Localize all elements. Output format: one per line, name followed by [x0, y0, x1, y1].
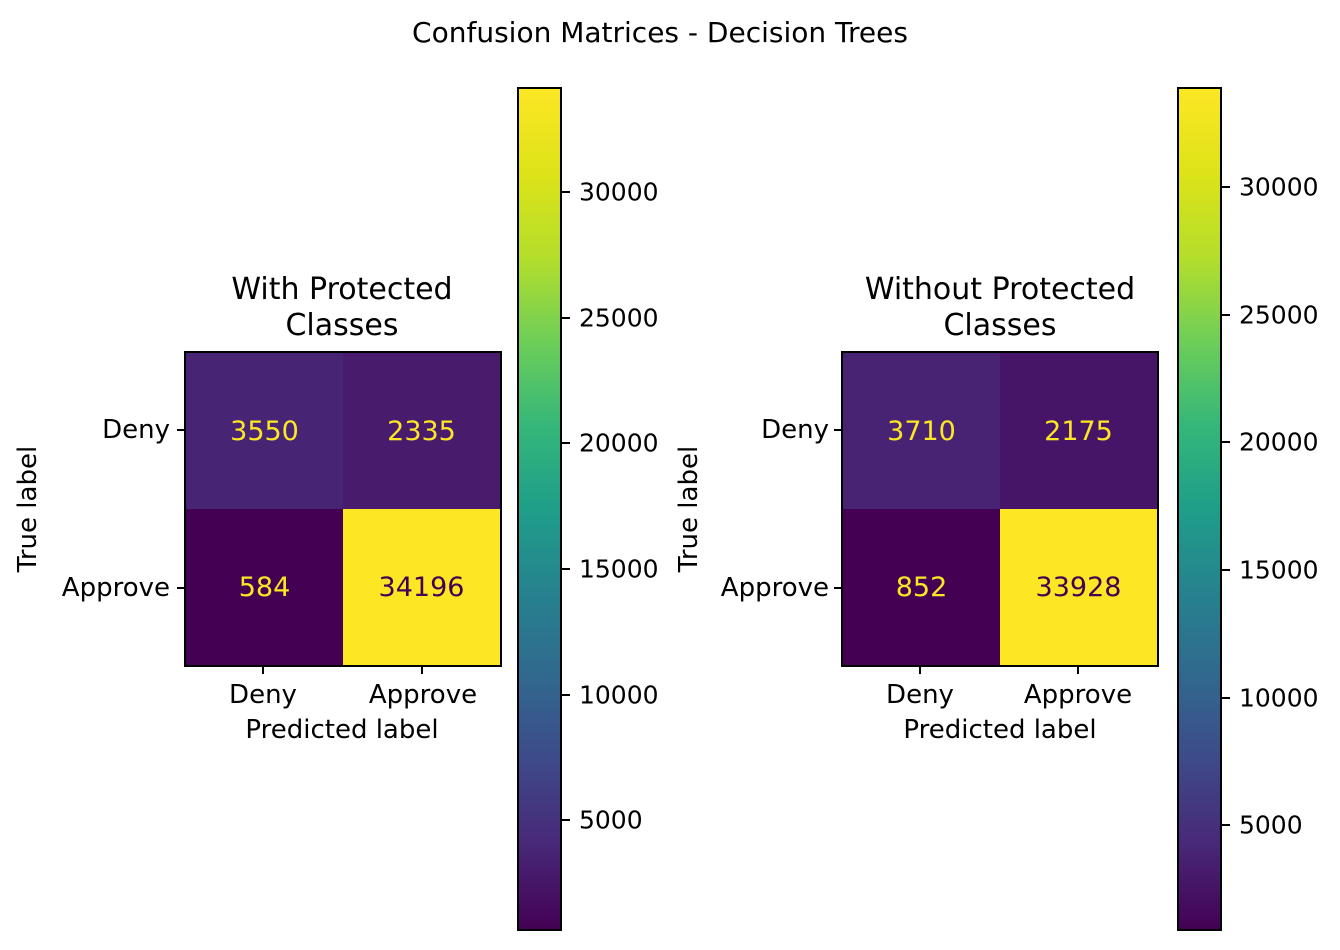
x-tick-mark	[1077, 667, 1079, 674]
matrix-cell-true-approve-pred-deny: 852	[843, 509, 1000, 665]
y-axis-label: True label	[674, 445, 704, 573]
y-tick-mark	[177, 429, 184, 431]
colorbar-tick-mark	[1222, 313, 1230, 316]
x-tick-label-approve: Approve	[1023, 680, 1133, 710]
y-axis-label: True label	[13, 445, 43, 573]
colorbar-tick-label: 30000	[1239, 172, 1319, 202]
x-axis-label: Predicted label	[245, 715, 439, 745]
colorbar-gradient	[1177, 87, 1222, 931]
y-tick-label-deny: Deny	[102, 415, 170, 445]
colorbar-tick-mark	[1222, 568, 1230, 571]
x-tick-mark	[919, 667, 921, 674]
colorbar-tick-label: 25000	[1239, 300, 1319, 330]
matrix-cell-true-approve-pred-deny: 584	[186, 509, 343, 665]
colorbar-tick-label: 25000	[579, 303, 659, 333]
colorbar-tick-mark	[1222, 824, 1230, 827]
colorbar-tick-mark	[1222, 696, 1230, 699]
colorbar-tick-label: 5000	[579, 805, 643, 835]
colorbar-tick-mark	[562, 191, 570, 194]
colorbar-tick-label: 20000	[1239, 427, 1319, 457]
colorbar-tick-label: 10000	[579, 680, 659, 710]
colorbar-tick-mark	[1222, 441, 1230, 444]
y-tick-label-approve: Approve	[720, 573, 829, 603]
matrix-cell-true-deny-pred-approve: 2335	[343, 353, 500, 509]
y-tick-label-deny: Deny	[761, 415, 829, 445]
colorbar-tick-label: 5000	[1239, 810, 1303, 840]
x-tick-label-deny: Deny	[886, 680, 954, 710]
y-tick-mark	[834, 587, 841, 589]
subplot-title: Without Protected Classes	[830, 272, 1170, 344]
y-tick-label-approve: Approve	[61, 573, 170, 603]
subplot-title-line1: With Protected	[231, 272, 453, 307]
x-axis-label: Predicted label	[903, 715, 1097, 745]
colorbar-tick-mark	[562, 568, 570, 570]
colorbar-tick-label: 20000	[579, 428, 659, 458]
matrix-cell-true-deny-pred-deny: 3710	[843, 353, 1000, 509]
x-tick-label-deny: Deny	[229, 680, 297, 710]
colorbar: 5000 10000 15000 20000 25000 30000	[1177, 87, 1319, 931]
colorbar-tick-mark	[562, 442, 570, 445]
confusion-matrix-heatmap: 3710 2175 852 33928	[841, 351, 1159, 667]
subplot-title-line2: Classes	[943, 308, 1057, 343]
figure-title: Confusion Matrices - Decision Trees	[412, 16, 908, 49]
colorbar-tick-mark	[562, 693, 570, 696]
colorbar-tick-label: 15000	[579, 554, 659, 584]
matrix-cell-true-deny-pred-approve: 2175	[1000, 353, 1157, 509]
subplot-title-line1: Without Protected	[864, 272, 1136, 307]
y-tick-mark	[834, 429, 841, 431]
colorbar-tick-label: 15000	[1239, 555, 1319, 585]
matrix-cell-true-approve-pred-approve: 34196	[343, 509, 500, 665]
subplot-title: With Protected Classes	[172, 272, 512, 344]
colorbar-tick-label: 10000	[1239, 683, 1319, 713]
matrix-cell-true-deny-pred-deny: 3550	[186, 353, 343, 509]
colorbar-gradient	[517, 87, 562, 931]
colorbar: 5000 10000 15000 20000 25000 30000	[517, 87, 659, 931]
matrix-cell-true-approve-pred-approve: 33928	[1000, 509, 1157, 665]
x-tick-label-approve: Approve	[368, 680, 478, 710]
colorbar-tick-mark	[562, 819, 570, 822]
colorbar-tick-mark	[562, 316, 570, 319]
confusion-matrix-heatmap: 3550 2335 584 34196	[184, 351, 502, 667]
colorbar-tick-label: 30000	[579, 177, 659, 207]
y-tick-mark	[177, 587, 184, 589]
subplot-title-line2: Classes	[285, 308, 399, 343]
x-tick-mark	[262, 667, 264, 674]
colorbar-tick-mark	[1222, 186, 1230, 189]
x-tick-mark	[421, 667, 423, 674]
